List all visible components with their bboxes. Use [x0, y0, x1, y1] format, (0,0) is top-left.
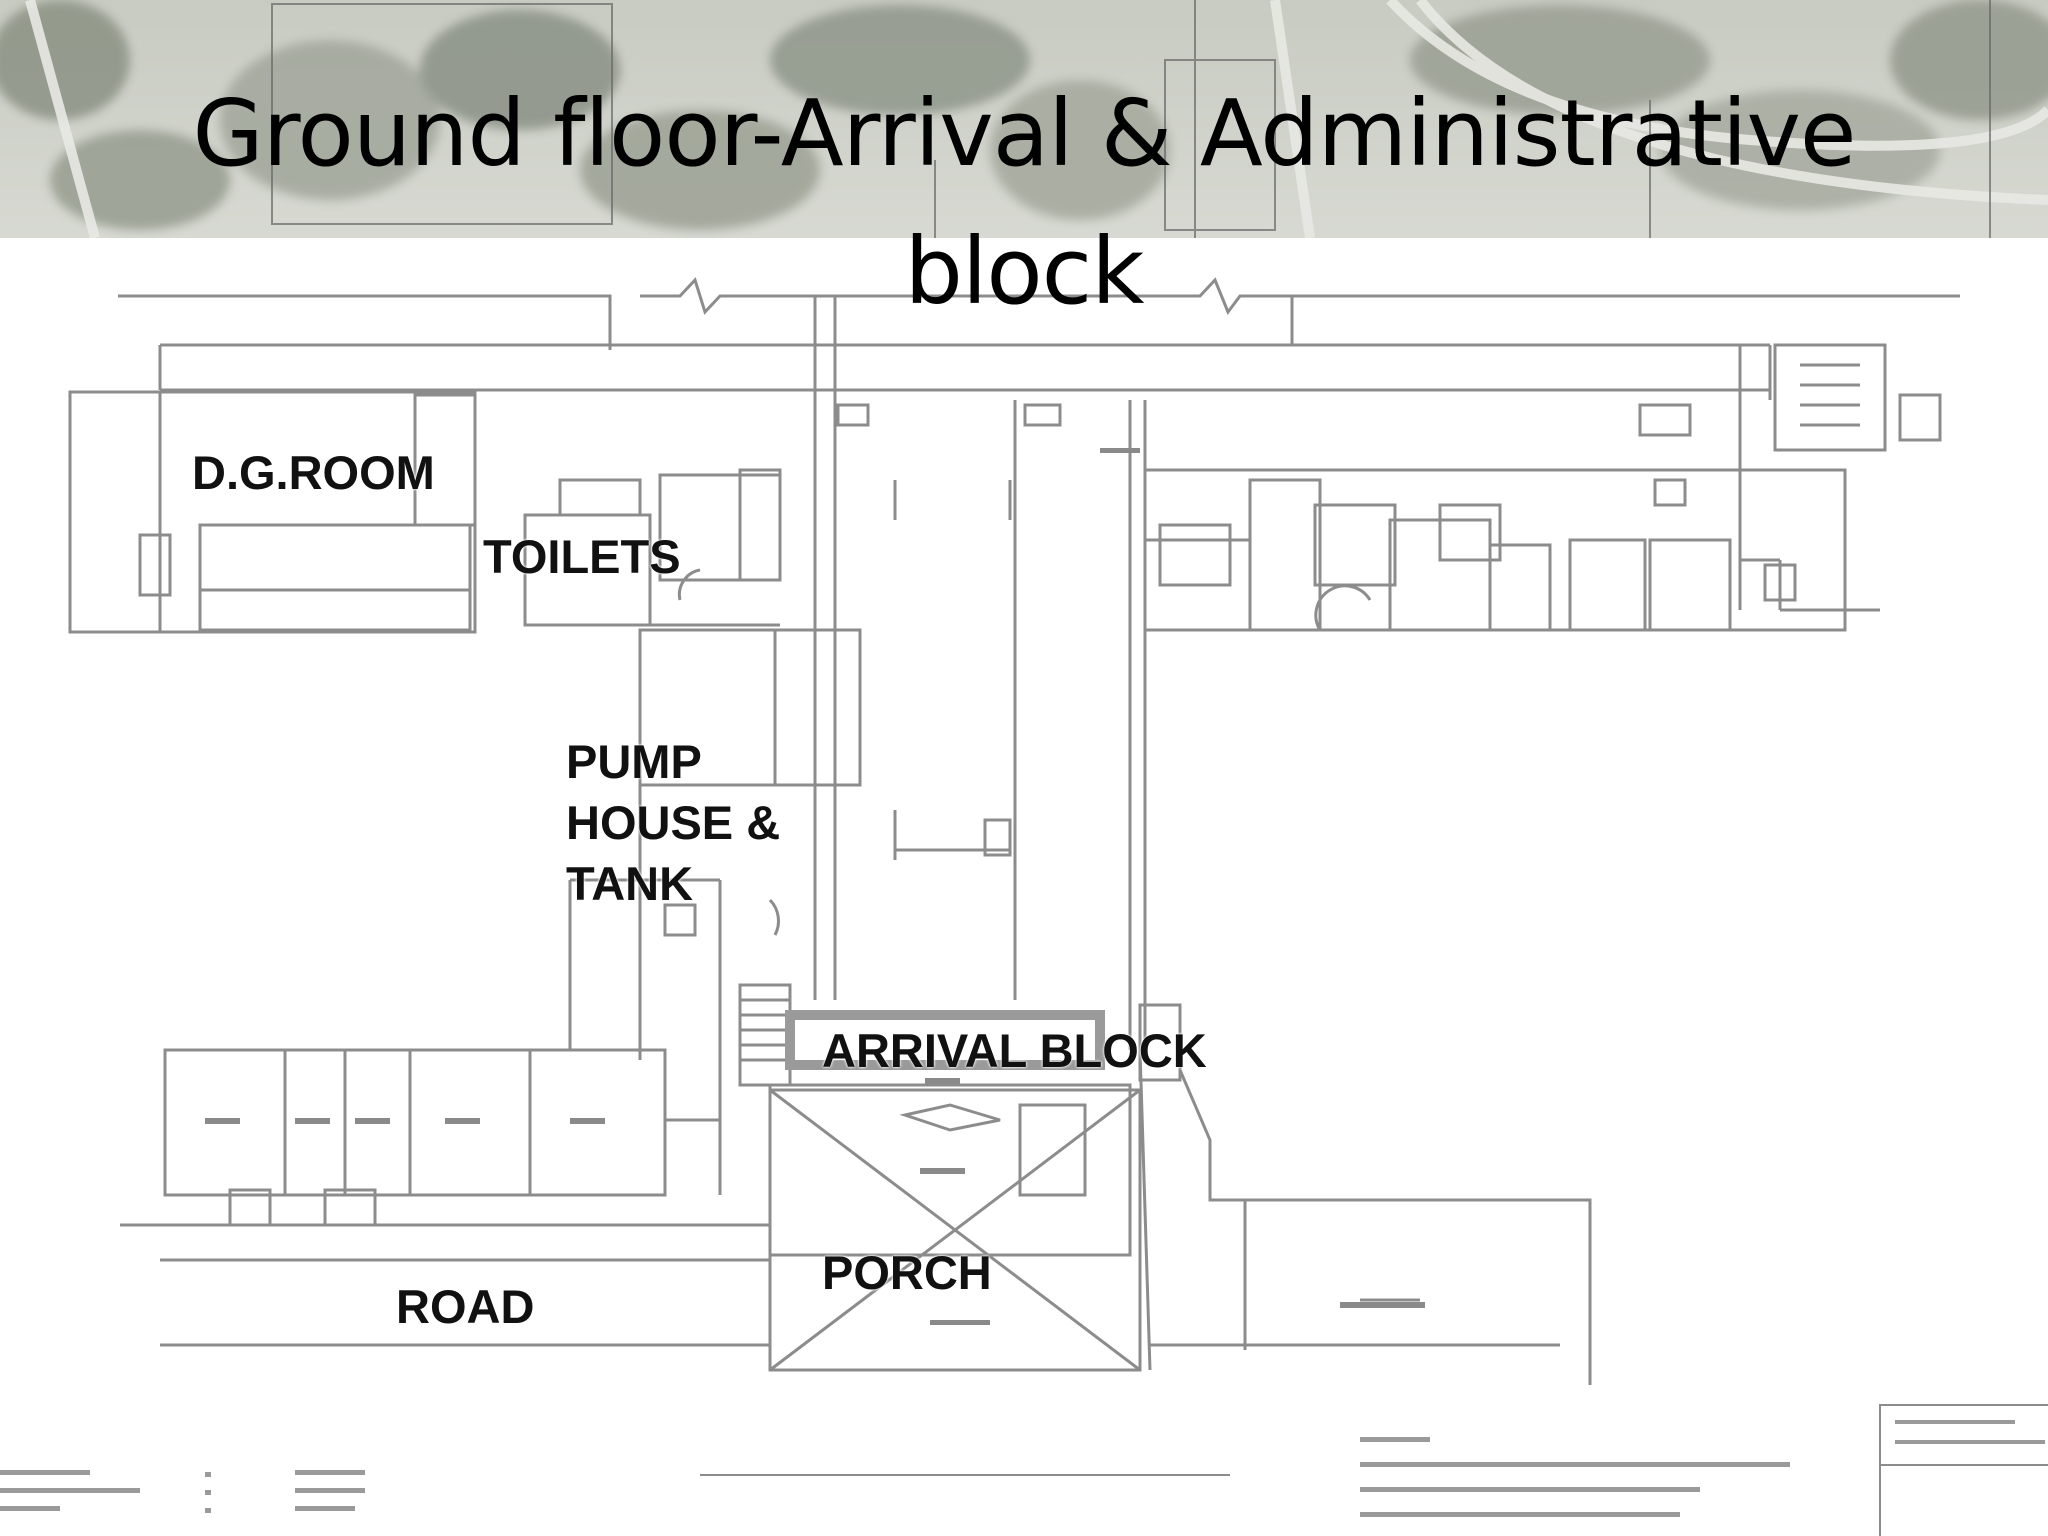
label-road: ROAD [396, 1280, 535, 1333]
label-pump-house-line-3: TANK [566, 857, 694, 910]
page-title-line-1: Ground floor-Arrival & Administrative [192, 80, 1856, 187]
label-porch: PORCH [822, 1246, 992, 1299]
label-dg-room: D.G.ROOM [192, 446, 435, 499]
aerial-photo-banner [0, 0, 2048, 238]
label-arrival-block: ARRIVAL BLOCK [822, 1024, 1207, 1077]
label-pump-house: PUMP HOUSE & TANK [566, 731, 780, 914]
page-title-line-2: block [904, 218, 1144, 325]
label-pump-house-line-1: PUMP [566, 735, 702, 788]
label-pump-house-line-2: HOUSE & [566, 796, 781, 849]
label-toilets: TOILETS [483, 530, 681, 583]
